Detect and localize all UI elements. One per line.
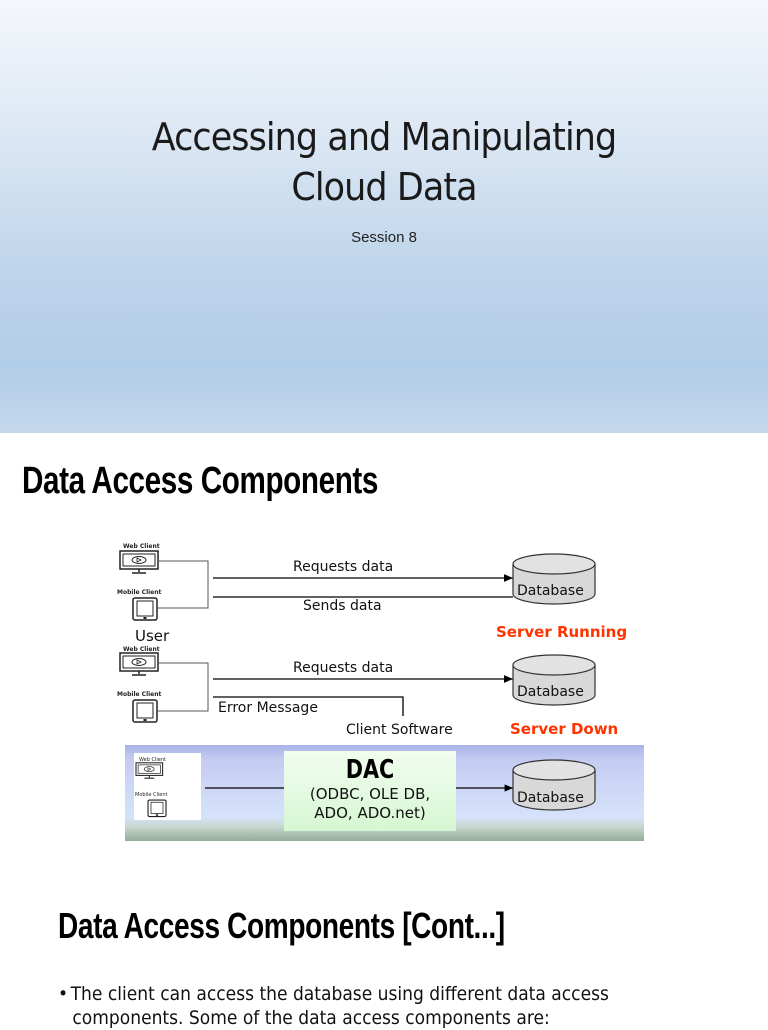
status-server-down: Server Down xyxy=(510,720,618,738)
response-label: Sends data xyxy=(303,598,382,614)
bullet-text-line2: components. Some of the data access comp… xyxy=(72,1007,550,1029)
client-connector xyxy=(157,560,209,609)
request-label: Requests data xyxy=(293,559,393,575)
client-software-label: Client Software xyxy=(346,722,453,738)
request-label: Requests data xyxy=(293,660,393,676)
error-line xyxy=(213,696,404,716)
status-server-running: Server Running xyxy=(496,623,627,641)
database-label: Database xyxy=(517,790,584,806)
bullet-item: •The client can access the database usin… xyxy=(58,982,634,1030)
row-server-running: Web Client Mobile Client User Requests d… xyxy=(117,543,627,645)
presentation-title: Accessing and Manipulating Cloud Data xyxy=(31,112,738,212)
error-message-label: Error Message xyxy=(218,700,318,716)
slide-title-cont: Data Access Components [Cont...] xyxy=(58,905,505,946)
bullet-icon: • xyxy=(58,983,69,1005)
slide-title: Data Access Components xyxy=(22,460,378,502)
session-subtitle: Session 8 xyxy=(351,229,417,246)
title-slide: Accessing and Manipulating Cloud Data Se… xyxy=(0,0,768,433)
mobile-client-icon xyxy=(132,597,158,621)
dac-components-line1: (ODBC, OLE DB, xyxy=(310,785,430,803)
bullet-text-line1: The client can access the database using… xyxy=(70,983,609,1005)
database-label: Database xyxy=(517,583,584,599)
mobile-client-label: Mobile Client xyxy=(117,589,162,596)
data-access-diagram: Web Client Mobile Client User Requests d… xyxy=(117,543,644,841)
dac-components-line2: ADO, ADO.net) xyxy=(314,804,425,822)
data-access-slide: Data Access Components xyxy=(0,433,768,1029)
mobile-client-icon xyxy=(147,799,167,818)
mobile-client-label: Mobile Client xyxy=(135,792,168,798)
user-label: User xyxy=(135,627,170,645)
row-dac: Web Client Mobile Client DAC (ODBC, OLE … xyxy=(125,745,644,841)
web-client-label: Web Client xyxy=(139,757,166,763)
web-client-label: Web Client xyxy=(123,646,160,653)
web-client-icon xyxy=(119,550,159,574)
title-line-2: Cloud Data xyxy=(291,165,477,209)
mobile-client-icon xyxy=(132,699,158,723)
row-server-down: Web Client Mobile Client Requests data E… xyxy=(117,646,618,738)
dac-box xyxy=(284,751,456,831)
mobile-client-label: Mobile Client xyxy=(117,691,162,698)
web-client-icon xyxy=(135,762,164,779)
web-client-label: Web Client xyxy=(123,543,160,550)
database-label: Database xyxy=(517,684,584,700)
client-connector xyxy=(157,662,209,712)
title-line-1: Accessing and Manipulating xyxy=(151,115,617,159)
web-client-icon xyxy=(119,652,159,676)
dac-title: DAC xyxy=(346,754,395,785)
